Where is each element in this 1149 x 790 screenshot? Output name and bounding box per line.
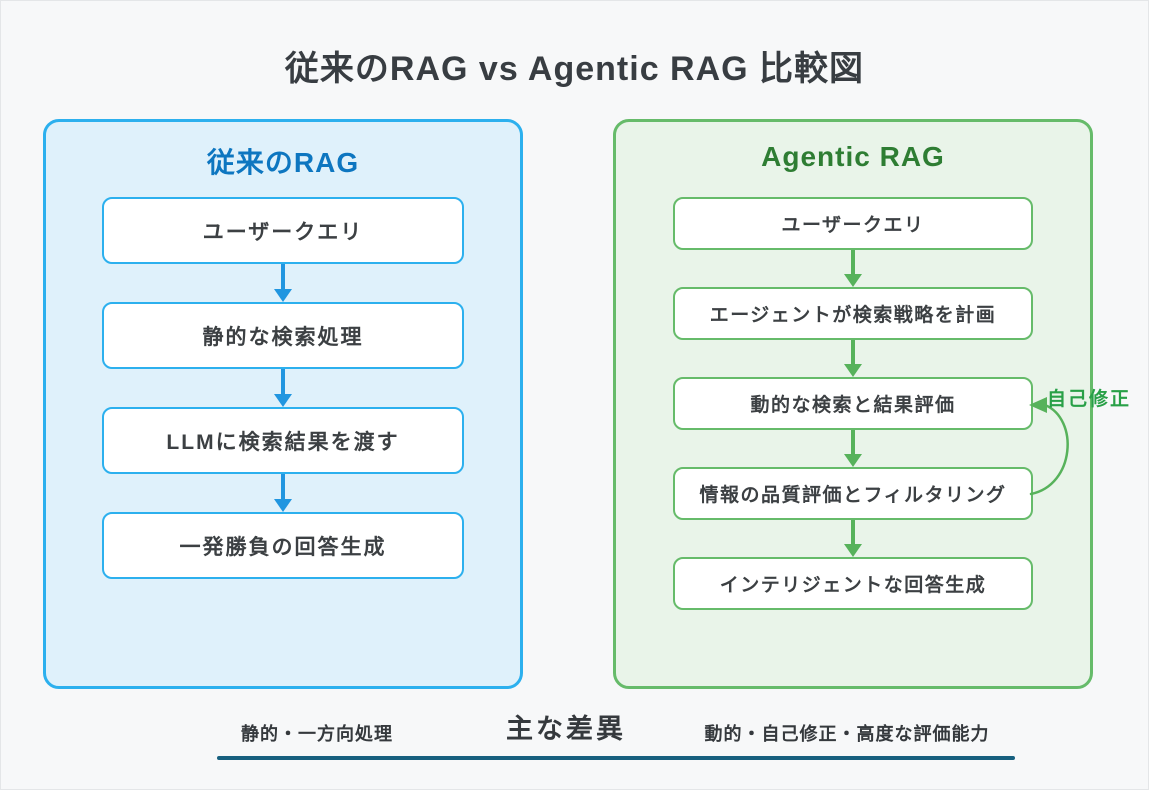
footer-main-differences-title: 主な差異 bbox=[506, 714, 626, 744]
traditional-step-static-retrieval: 静的な検索処理 bbox=[102, 302, 464, 369]
arrow-down-icon bbox=[844, 340, 862, 377]
arrow-down-icon bbox=[844, 250, 862, 287]
agentic-rag-panel-title: Agentic RAG bbox=[761, 141, 945, 172]
agentic-step-quality-filtering: 情報の品質評価とフィルタリング bbox=[673, 467, 1033, 520]
self-correction-loop-arrow-icon bbox=[1029, 397, 1069, 496]
diagram-title: 従来のRAG vs Agentic RAG 比較図 bbox=[284, 50, 865, 88]
arrow-down-icon bbox=[844, 430, 862, 467]
traditional-rag-flow: ユーザークエリ 静的な検索処理 LLMに検索結果を渡す 一発勝負の回答生成 bbox=[46, 197, 520, 579]
traditional-step-user-query: ユーザークエリ bbox=[102, 197, 464, 264]
arrow-down-icon bbox=[274, 474, 292, 512]
arrow-down-icon bbox=[844, 520, 862, 557]
traditional-step-one-shot-answer: 一発勝負の回答生成 bbox=[102, 512, 464, 579]
footer-divider-line bbox=[217, 756, 1015, 760]
traditional-rag-panel-title: 従来のRAG bbox=[206, 147, 360, 178]
agentic-step-plan-strategy: エージェントが検索戦略を計画 bbox=[673, 287, 1033, 340]
self-correction-label: 自己修正 bbox=[1047, 389, 1132, 410]
agentic-step-dynamic-search-eval: 動的な検索と結果評価 bbox=[673, 377, 1033, 430]
traditional-rag-panel: 従来のRAG ユーザークエリ 静的な検索処理 LLMに検索結果を渡す 一発勝負の… bbox=[43, 119, 523, 689]
agentic-step-user-query: ユーザークエリ bbox=[673, 197, 1033, 250]
traditional-step-pass-to-llm: LLMに検索結果を渡す bbox=[102, 407, 464, 474]
arrow-down-icon bbox=[274, 264, 292, 302]
footer-agentic-summary: 動的・自己修正・高度な評価能力 bbox=[704, 724, 990, 744]
agentic-step-intelligent-answer: インテリジェントな回答生成 bbox=[673, 557, 1033, 610]
footer-traditional-summary: 静的・一方向処理 bbox=[241, 724, 393, 744]
agentic-rag-flow: ユーザークエリ エージェントが検索戦略を計画 動的な検索と結果評価 情報の品質評… bbox=[616, 197, 1090, 610]
agentic-rag-panel: Agentic RAG ユーザークエリ エージェントが検索戦略を計画 動的な検索… bbox=[613, 119, 1093, 689]
arrow-down-icon bbox=[274, 369, 292, 407]
